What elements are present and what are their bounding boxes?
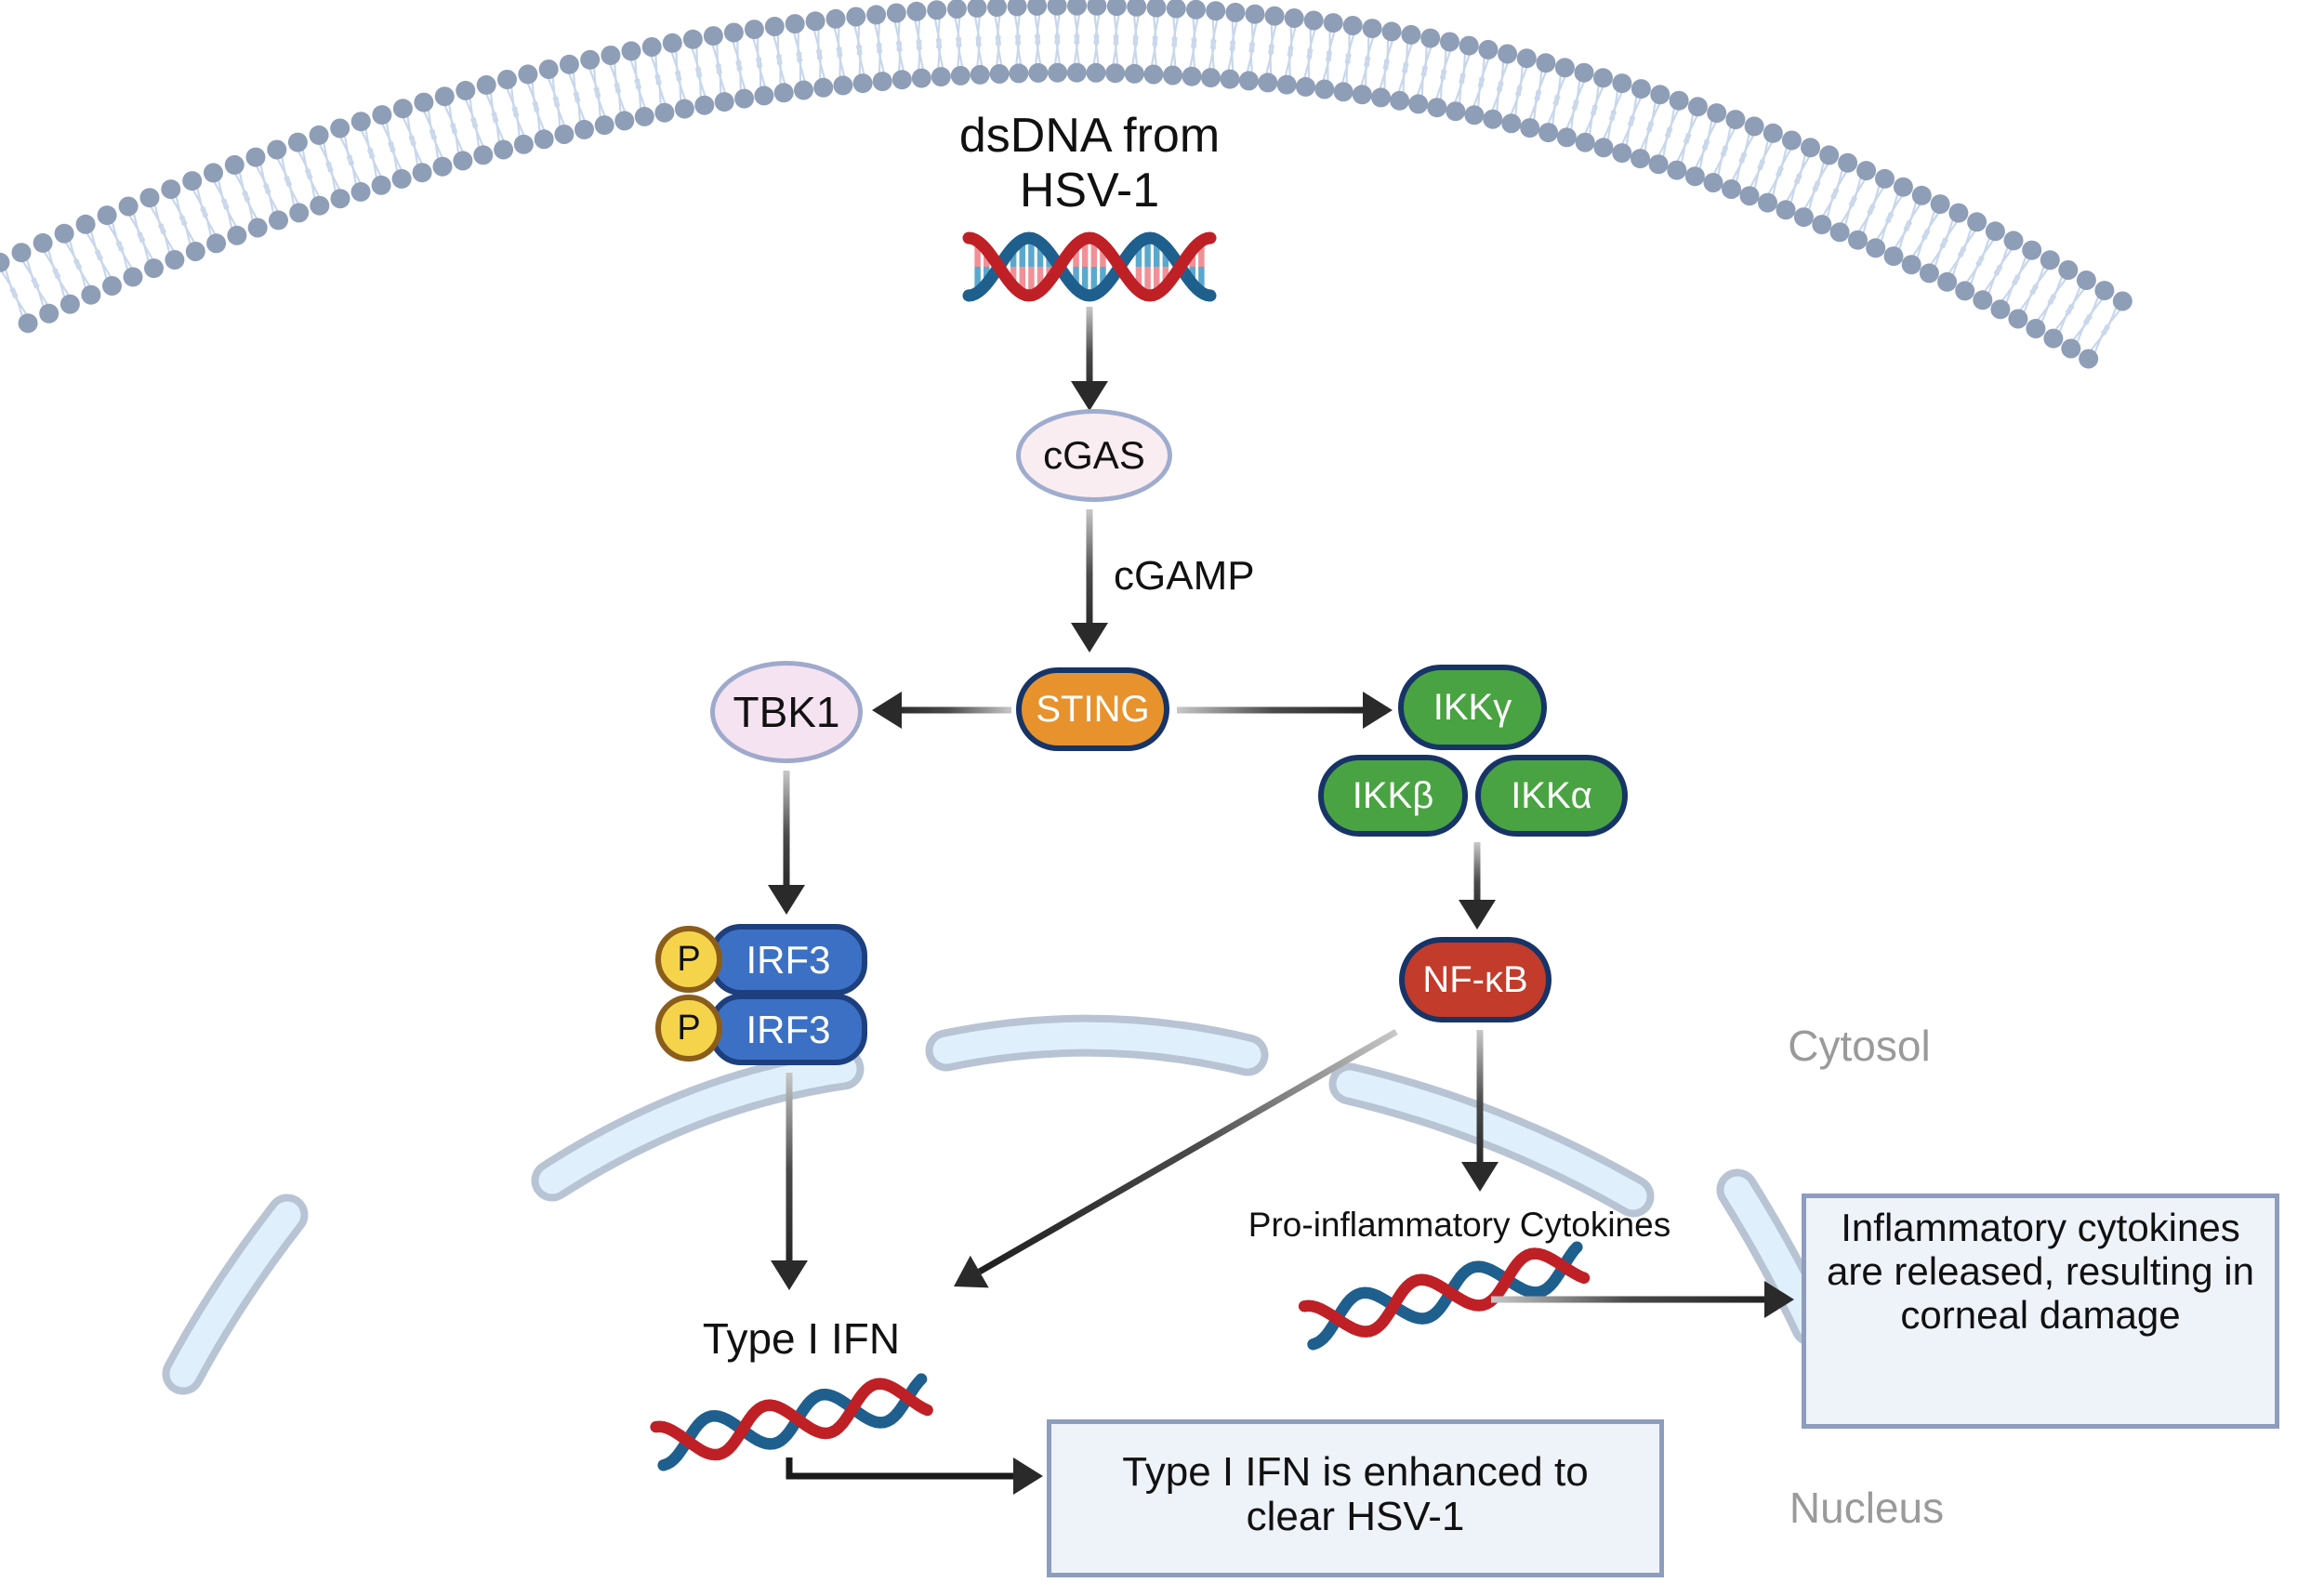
cgas-label: cGAS: [1043, 433, 1145, 477]
dna-helix-type1-ifn: [650, 1373, 933, 1471]
irf3-node-2: IRF3: [709, 994, 867, 1065]
dna-icons: [650, 231, 1591, 1471]
cytokine-outcome-line2: are released, resulting in: [1827, 1249, 2254, 1293]
ikk-alpha-node: IKKα: [1475, 755, 1628, 837]
ikk-gamma-label: IKKγ: [1433, 687, 1512, 728]
pathway-arrows: [768, 307, 1794, 1495]
cell-membrane: [0, 0, 2133, 369]
phospho-icon-2: P: [655, 995, 722, 1062]
nfkb-node: NF-κB: [1399, 937, 1552, 1022]
tbk1-label: TBK1: [733, 688, 840, 736]
ifn-outcome-line2: clear HSV-1: [1246, 1494, 1465, 1539]
dsdna-label-line2: HSV-1: [1019, 164, 1160, 218]
cytokine-outcome-box: Inflammatory cytokines are released, res…: [1802, 1194, 2279, 1429]
ikk-beta-label: IKKβ: [1352, 775, 1434, 816]
ikk-beta-node: IKKβ: [1318, 755, 1468, 837]
cytokine-outcome-line1: Inflammatory cytokines: [1841, 1206, 2240, 1249]
dsdna-label: dsDNA from HSV-1: [959, 109, 1220, 218]
nuclear-envelope: [162, 1014, 1833, 1395]
irf3-label-2: IRF3: [746, 1007, 831, 1051]
type1-ifn-label: Type I IFN: [702, 1314, 901, 1363]
phospho-icon-1: P: [655, 926, 722, 993]
ikk-gamma-node: IKKγ: [1398, 665, 1547, 750]
pro-inflammatory-label: Pro-inflammatory Cytokines: [1248, 1206, 1671, 1244]
irf3-node-1: IRF3: [709, 924, 867, 996]
cgas-node: cGAS: [1016, 409, 1172, 502]
tbk1-node: TBK1: [710, 661, 863, 763]
dna-helix-cytokines: [1298, 1241, 1591, 1351]
ifn-outcome-box: Type I IFN is enhanced to clear HSV-1: [1047, 1419, 1664, 1577]
dsdna-label-line1: dsDNA from: [958, 109, 1221, 163]
cytosol-label: Cytosol: [1788, 1022, 1931, 1070]
cytokine-outcome-line3: corneal damage: [1900, 1293, 2181, 1337]
cgamp-label: cGAMP: [1114, 553, 1255, 599]
irf3-label-1: IRF3: [746, 937, 831, 982]
ikk-alpha-label: IKKα: [1511, 775, 1592, 816]
sting-node: STING: [1016, 667, 1169, 751]
nucleus-label: Nucleus: [1789, 1484, 1945, 1532]
nfkb-label: NF-κB: [1422, 959, 1528, 1000]
ifn-outcome-line1: Type I IFN is enhanced to: [1122, 1449, 1589, 1495]
phospho-label-2: P: [677, 1009, 701, 1048]
dna-helix-dsdna: [962, 231, 1217, 302]
sting-label: STING: [1036, 689, 1150, 730]
phospho-label-1: P: [677, 940, 701, 979]
